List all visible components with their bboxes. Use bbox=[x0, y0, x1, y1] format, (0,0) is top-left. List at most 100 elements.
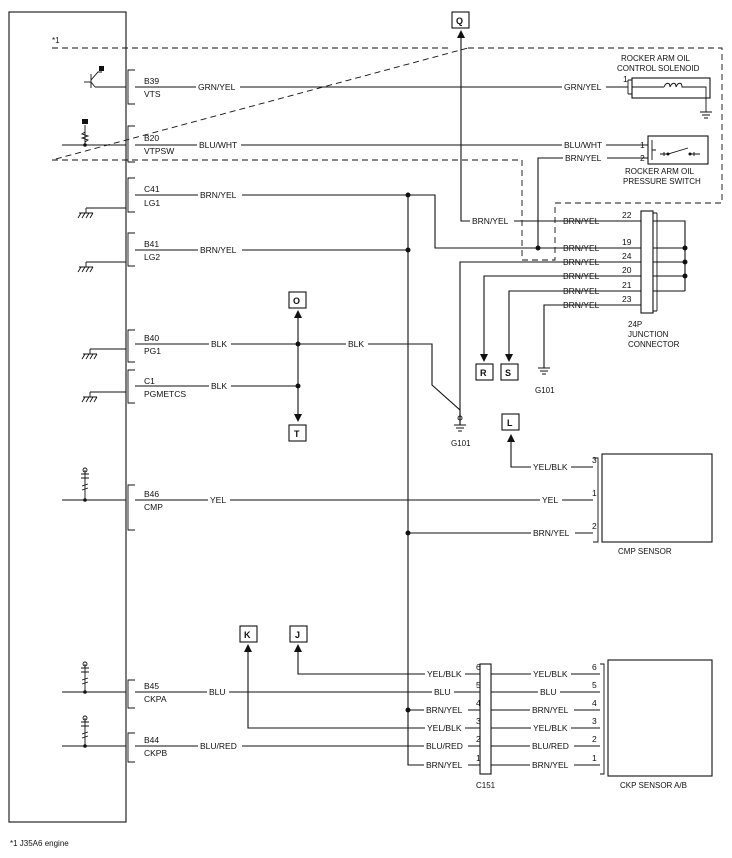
jc-pin-20: 20 bbox=[622, 265, 632, 275]
wire-grn-yel-1: GRN/YEL bbox=[198, 82, 236, 92]
wire-labels: GRN/YEL GRN/YEL BLU/WHT BLU/WHT BRN/YEL … bbox=[196, 81, 607, 770]
ref-k[interactable]: K bbox=[239, 625, 258, 643]
ckp-pin-6: 6 bbox=[592, 662, 597, 672]
wire-brn-yel-24: BRN/YEL bbox=[563, 257, 600, 267]
wire-brn-yel-cmp: BRN/YEL bbox=[533, 528, 570, 538]
wire-brn-yel-lg2: BRN/YEL bbox=[200, 245, 237, 255]
solenoid-label-1: ROCKER ARM OIL bbox=[621, 54, 690, 63]
wire-ckp-3: YEL/BLK bbox=[533, 723, 568, 733]
connector-c151: 6 5 4 3 2 1 C151 bbox=[476, 662, 496, 790]
c151-pin-2: 2 bbox=[476, 734, 481, 744]
c151-label: C151 bbox=[476, 781, 496, 790]
ref-l-label: L bbox=[507, 418, 513, 428]
pin-b45: B45 bbox=[144, 681, 159, 691]
wire-grn-yel-2: GRN/YEL bbox=[564, 82, 602, 92]
wire-c151-1: BRN/YEL bbox=[426, 760, 463, 770]
ref-s[interactable]: S bbox=[500, 363, 519, 381]
cmp-pin-1: 1 bbox=[592, 488, 597, 498]
wire-ckp-6: YEL/BLK bbox=[533, 669, 568, 679]
pin-ckpb: CKPB bbox=[144, 748, 167, 758]
wire-c151-6: YEL/BLK bbox=[427, 669, 462, 679]
pin-vts: VTS bbox=[144, 89, 161, 99]
rocker-arm-solenoid: ROCKER ARM OIL CONTROL SOLENOID 1 bbox=[617, 54, 712, 119]
cmp-sensor: 3 1 2 CMP SENSOR bbox=[592, 453, 713, 556]
cmp-pin-3: 3 bbox=[592, 455, 597, 465]
ground-g101-left: G101 bbox=[451, 415, 471, 448]
wire-ckp-4: BRN/YEL bbox=[532, 705, 569, 715]
ckp-pin-3: 3 bbox=[592, 716, 597, 726]
switch-pin-2: 2 bbox=[640, 153, 645, 163]
footnote: *1 J35A6 engine bbox=[10, 839, 69, 848]
ref-r[interactable]: R bbox=[475, 363, 494, 381]
ref-o-label: O bbox=[293, 296, 300, 306]
wire-brn-yel-19: BRN/YEL bbox=[563, 243, 600, 253]
pin-vtpsw: VTPSW bbox=[144, 146, 174, 156]
j35a6-region bbox=[51, 47, 723, 261]
switch-label-1: ROCKER ARM OIL bbox=[625, 167, 694, 176]
ref-q-label: Q bbox=[456, 16, 463, 26]
c151-pin-4: 4 bbox=[476, 698, 481, 708]
ref-j[interactable]: J bbox=[289, 625, 308, 643]
wire-c151-3: YEL/BLK bbox=[427, 723, 462, 733]
wire-ckp-1: BRN/YEL bbox=[532, 760, 569, 770]
wire-ckp-2: BLU/RED bbox=[532, 741, 569, 751]
ecm-box bbox=[8, 11, 127, 823]
g101-label-left: G101 bbox=[451, 439, 471, 448]
pin-b41: B41 bbox=[144, 239, 159, 249]
pin-b39: B39 bbox=[144, 76, 159, 86]
switch-label-2: PRESSURE SWITCH bbox=[623, 177, 701, 186]
c151-pin-6: 6 bbox=[476, 662, 481, 672]
wire-ckp-5: BLU bbox=[540, 687, 557, 697]
pin-pg1: PG1 bbox=[144, 346, 161, 356]
ref-o[interactable]: O bbox=[288, 291, 307, 309]
ecm-brackets bbox=[127, 69, 135, 763]
ground-g101-right: G101 bbox=[535, 367, 555, 395]
g101-label-right: G101 bbox=[535, 386, 555, 395]
switch-pin-1: 1 bbox=[640, 140, 645, 150]
wire-c151-4: BRN/YEL bbox=[426, 705, 463, 715]
cmp-pin-2: 2 bbox=[592, 521, 597, 531]
wire-yel-cmp-2: YEL bbox=[542, 495, 558, 505]
solenoid-label-2: CONTROL SOLENOID bbox=[617, 64, 700, 73]
ref-q[interactable]: Q bbox=[451, 11, 470, 29]
c151-pin-5: 5 bbox=[476, 680, 481, 690]
jc-pin-21: 21 bbox=[622, 280, 632, 290]
ckp-pin-2: 2 bbox=[592, 734, 597, 744]
wire-c151-5: BLU bbox=[434, 687, 451, 697]
ref-l[interactable]: L bbox=[501, 413, 520, 431]
wire-brn-yel-22: BRN/YEL bbox=[563, 216, 600, 226]
pin-b46: B46 bbox=[144, 489, 159, 499]
pin-ckpa: CKPA bbox=[144, 694, 167, 704]
ecm-terminal-labels: B39 VTS B20 VTPSW C41 LG1 B41 LG2 B40 PG… bbox=[144, 76, 186, 758]
wire-blu-red-ckpb: BLU/RED bbox=[200, 741, 237, 751]
jc-pin-23: 23 bbox=[622, 294, 632, 304]
jc-label-3: CONNECTOR bbox=[628, 340, 680, 349]
wire-blk-pgmetcs: BLK bbox=[211, 381, 227, 391]
wire-blu-wht-1: BLU/WHT bbox=[199, 140, 237, 150]
wire-blk-o: BLK bbox=[348, 339, 364, 349]
ckp-sensor: 6 5 4 3 2 1 CKP SENSOR A/B bbox=[592, 659, 713, 790]
ckp-pin-4: 4 bbox=[592, 698, 597, 708]
wire-brn-yel-q: BRN/YEL bbox=[472, 216, 509, 226]
ref-k-label: K bbox=[244, 630, 251, 640]
pin-lg2: LG2 bbox=[144, 252, 160, 262]
ref-j-label: J bbox=[295, 630, 300, 640]
jc-pin-22: 22 bbox=[622, 210, 632, 220]
ckp-sensor-label: CKP SENSOR A/B bbox=[620, 781, 687, 790]
wire-brn-yel-sw: BRN/YEL bbox=[565, 153, 602, 163]
jc-pin-19: 19 bbox=[622, 237, 632, 247]
jc-label-1: 24P bbox=[628, 320, 642, 329]
solenoid-pin-1: 1 bbox=[623, 74, 628, 84]
pin-b44: B44 bbox=[144, 735, 159, 745]
jc-label-2: JUNCTION bbox=[628, 330, 669, 339]
junction-connector: 22 19 24 20 21 23 24P JUNCTION CONNECTOR bbox=[622, 210, 680, 349]
wire-brn-yel-23: BRN/YEL bbox=[563, 300, 600, 310]
wire-yel-cmp: YEL bbox=[210, 495, 226, 505]
ref-t[interactable]: T bbox=[288, 424, 307, 442]
wire-blk-pg1: BLK bbox=[211, 339, 227, 349]
wire-blu-wht-2: BLU/WHT bbox=[564, 140, 602, 150]
ref-s-label: S bbox=[505, 368, 511, 378]
wire-brn-yel-20: BRN/YEL bbox=[563, 271, 600, 281]
ecm-internal-symbols bbox=[62, 66, 126, 748]
